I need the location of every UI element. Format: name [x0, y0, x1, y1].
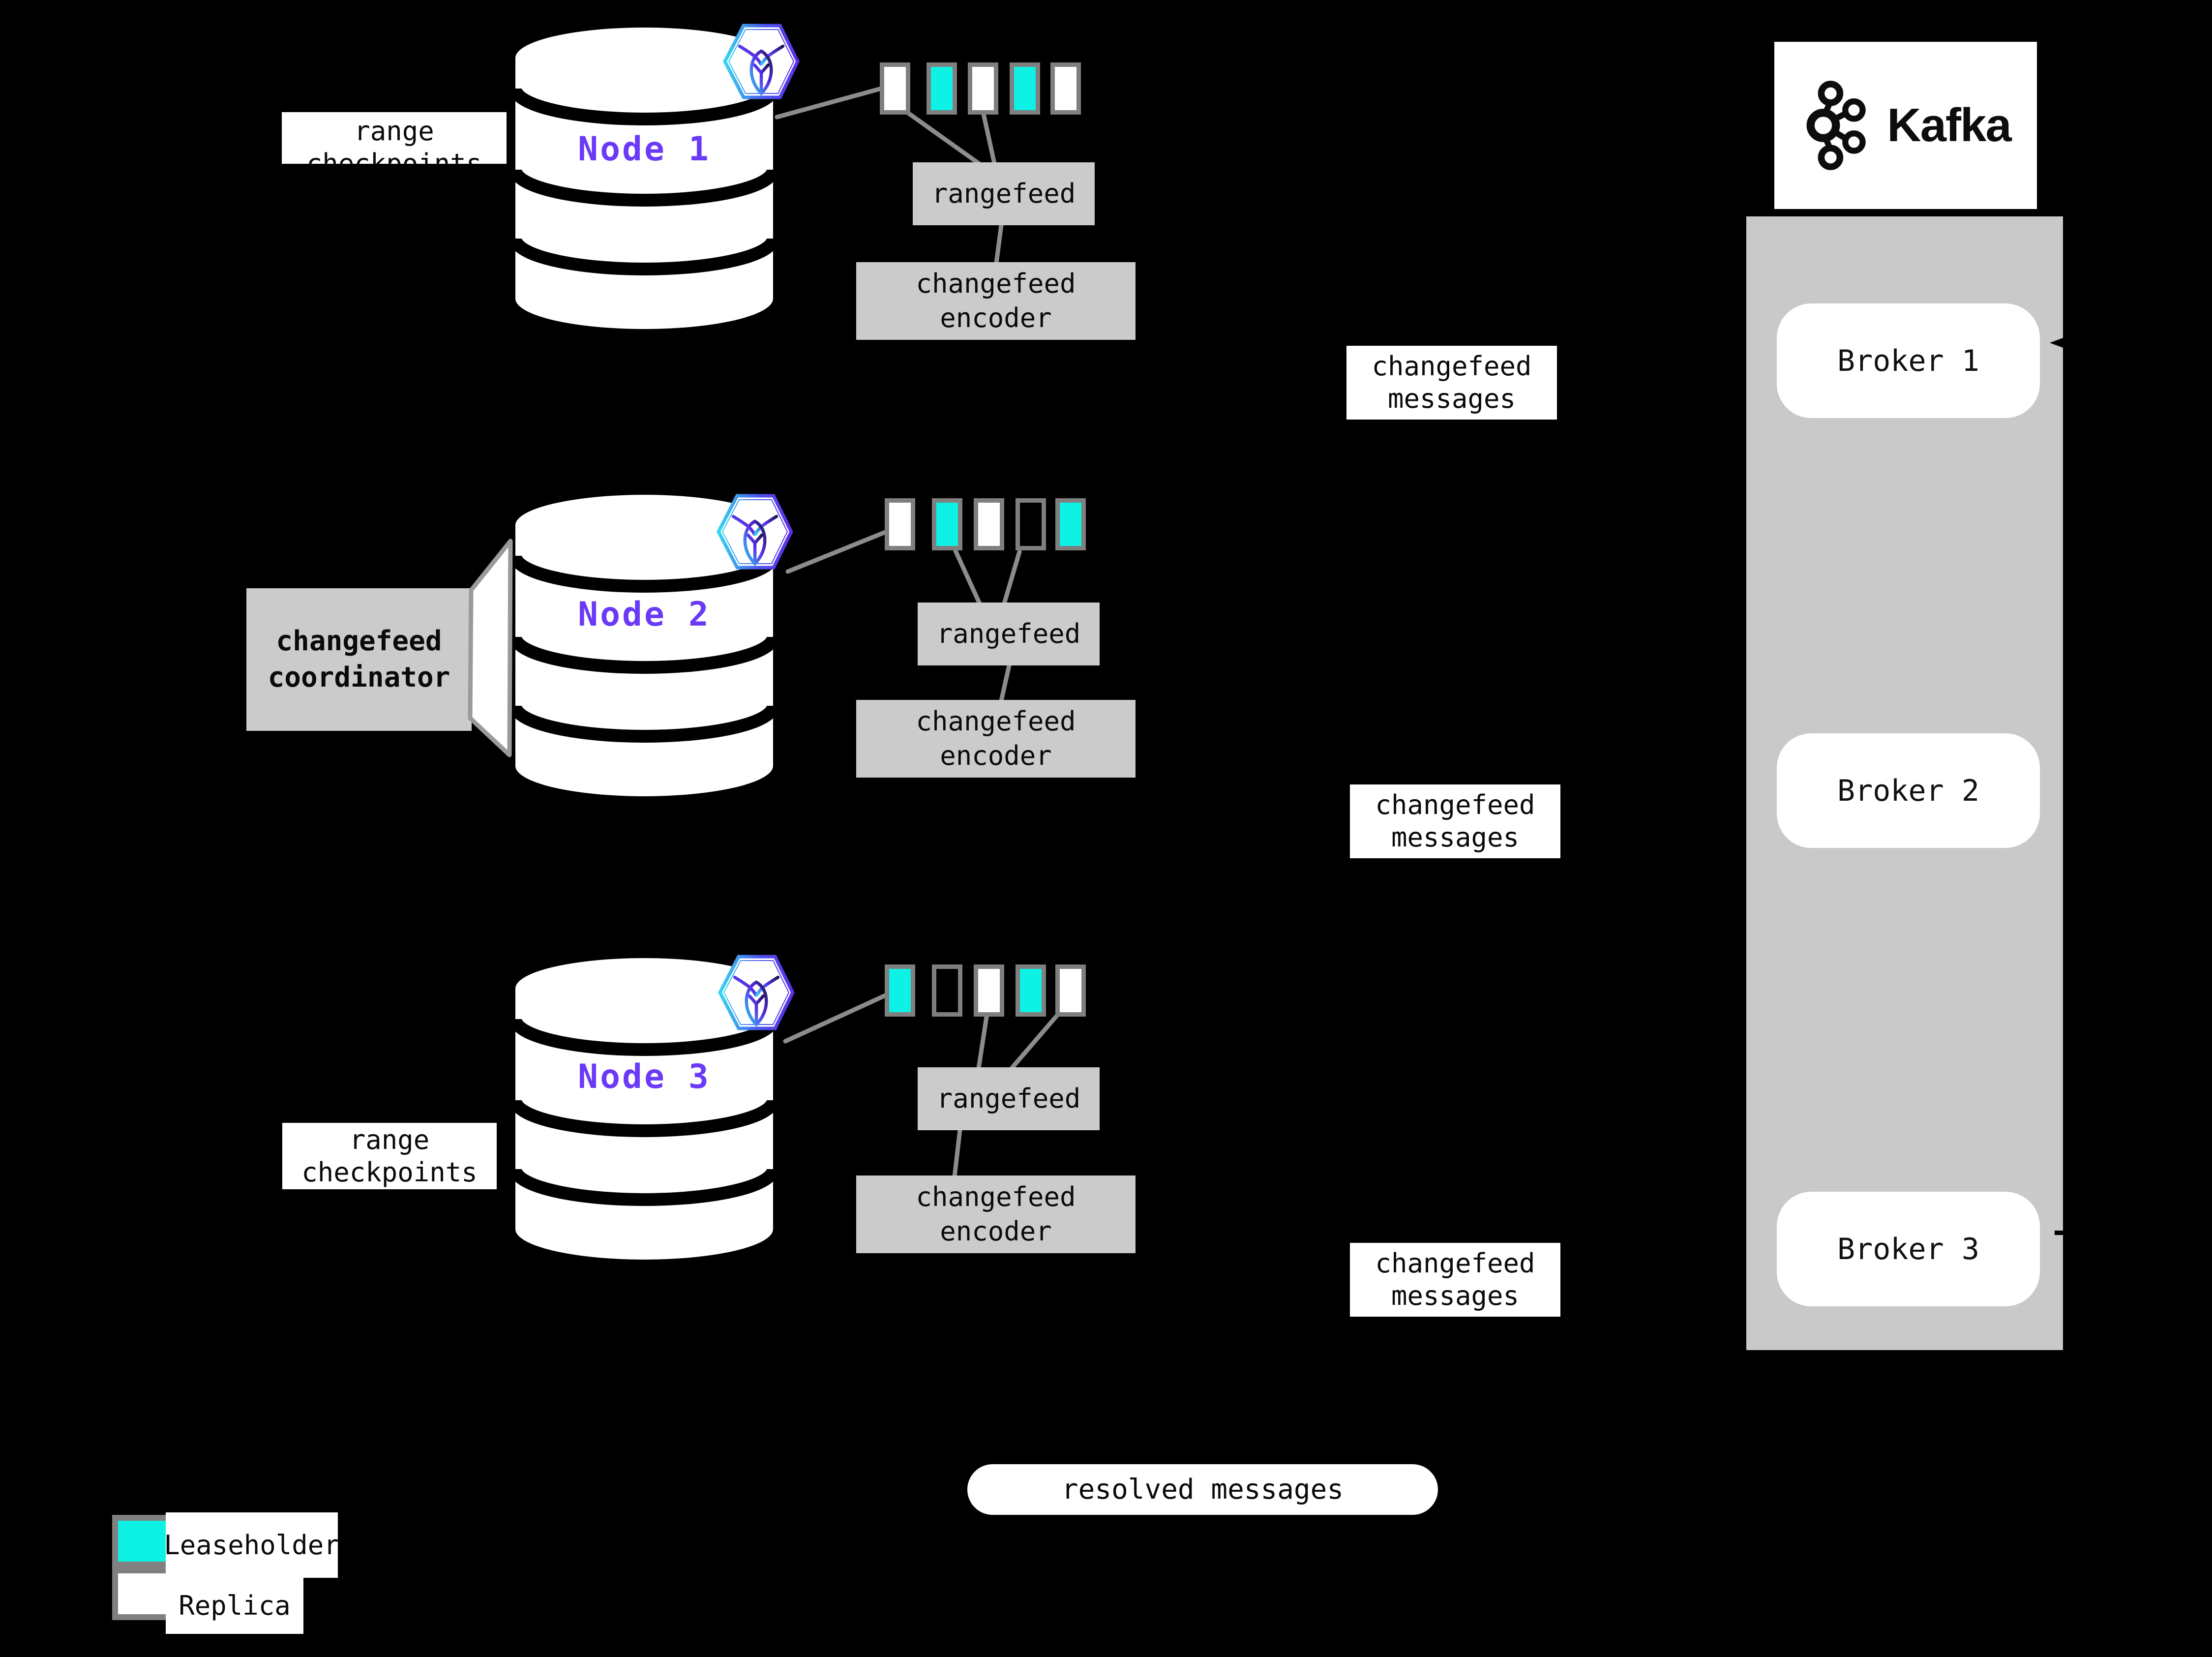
kafka-logo-icon [1806, 81, 1866, 170]
range [885, 498, 915, 550]
broker-1: Broker 1 [1777, 303, 2040, 418]
node2-changefeed-messages-label: changefeed messages [1350, 784, 1560, 858]
connector-line [775, 86, 884, 120]
node1-changefeed-messages-label: changefeed messages [1346, 346, 1557, 420]
node2-changefeed-encoder-box: changefeed encoder [856, 700, 1136, 778]
node2-label: Node 2 [578, 595, 711, 634]
node3-label: Node 3 [578, 1057, 711, 1096]
connector-line [981, 112, 997, 166]
node3-rangefeed-box: rangefeed [918, 1067, 1100, 1130]
cockroachdb-logo-icon [723, 24, 800, 99]
coordinator-flap [468, 539, 513, 757]
range [1016, 498, 1046, 550]
connector-line [952, 1128, 962, 1179]
range [932, 498, 962, 550]
resolved-messages-pill: resolved messages [967, 1464, 1438, 1515]
node1-changefeed-encoder-box: changefeed encoder [856, 262, 1136, 340]
range [974, 498, 1004, 550]
connector-line [976, 1015, 989, 1071]
range [1050, 62, 1081, 115]
range [927, 62, 957, 115]
legend-replica-label: Replica [166, 1578, 303, 1634]
range [932, 964, 962, 1017]
connector-line [999, 663, 1012, 703]
range [1010, 62, 1040, 115]
range [1055, 964, 1086, 1017]
arrow-tick [2055, 1231, 2074, 1235]
node3-database-cylinder [514, 958, 775, 1260]
kafka-title: Kafka [1887, 99, 2011, 151]
range-checkpoints-label-top: range checkpoints [282, 112, 507, 164]
range-checkpoints-label-bottom: range checkpoints [282, 1123, 497, 1189]
connector-line [906, 111, 981, 166]
changefeed-coordinator-box: changefeed coordinator [246, 588, 472, 731]
node1-label: Node 1 [578, 130, 711, 169]
range [968, 62, 998, 115]
broker-2: Broker 2 [1777, 733, 2040, 848]
connector-line [953, 548, 982, 606]
node2-rangefeed-box: rangefeed [918, 603, 1100, 665]
broker-3: Broker 3 [1777, 1192, 2040, 1306]
connector-line [783, 993, 888, 1044]
range [1016, 964, 1046, 1017]
node1-database-cylinder [514, 28, 775, 329]
kafka-card: Kafka [1774, 42, 2037, 209]
connector-line [1009, 1013, 1060, 1071]
range [974, 964, 1004, 1017]
node1-rangefeed-box: rangefeed [913, 162, 1095, 225]
connector-line [1002, 549, 1022, 606]
legend-leaseholder-label: Leaseholder [164, 1512, 340, 1578]
node2-database-cylinder [514, 495, 775, 796]
cockroachdb-logo-icon [718, 955, 795, 1030]
range [880, 62, 910, 115]
arrowhead-icon [2050, 336, 2068, 350]
node3-changefeed-messages-label: changefeed messages [1350, 1243, 1560, 1317]
connector-line [785, 530, 888, 574]
range [1055, 498, 1086, 550]
cockroachdb-logo-icon [717, 494, 793, 570]
connector-line [994, 223, 1004, 266]
range [885, 964, 915, 1017]
node3-changefeed-encoder-box: changefeed encoder [856, 1175, 1136, 1253]
